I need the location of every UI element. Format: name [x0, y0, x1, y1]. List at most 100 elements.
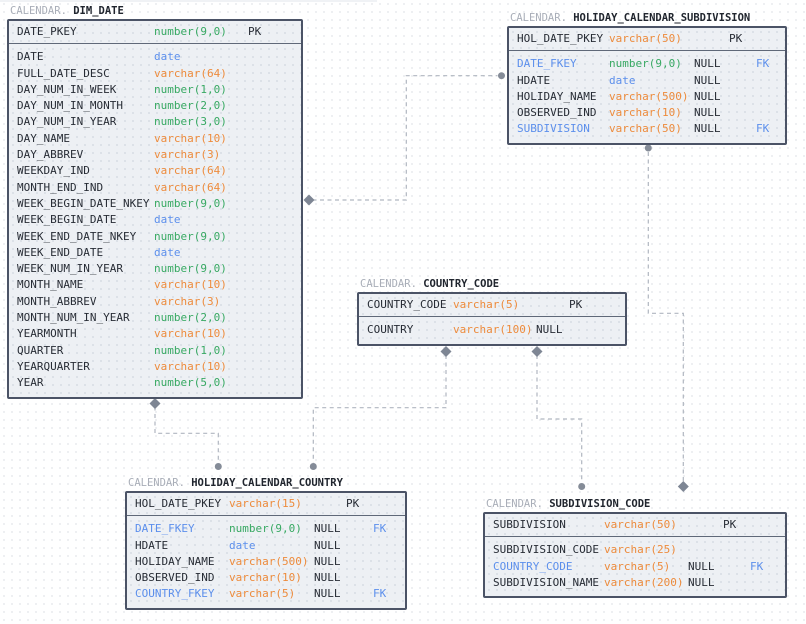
column-name: COUNTRY	[367, 323, 414, 337]
column-key: FK	[756, 57, 770, 71]
column-key	[248, 180, 301, 196]
column-key: PK	[723, 518, 737, 531]
column-type: varchar(64)	[154, 66, 227, 80]
column-name: QUARTER	[17, 343, 64, 357]
relationship-subdivision-code-holiday-calendar-subdivision[interactable]	[644, 144, 689, 493]
column-type: varchar(64)	[154, 164, 227, 178]
relationship-country-code-holiday-calendar-country[interactable]	[309, 346, 452, 470]
column-name: DATE_FKEY	[517, 57, 577, 71]
column-name: HDATE	[517, 73, 551, 87]
column-key	[569, 322, 625, 338]
column-name: DAY_NUM_IN_WEEK	[17, 82, 117, 96]
column-row: COUNTRY_CODE varchar(5) PK	[359, 297, 625, 313]
diamond-marker	[303, 194, 315, 206]
column-name: DAY_NUM_IN_YEAR	[17, 115, 117, 129]
column-nullable: NULL	[694, 73, 721, 87]
column-type: date	[609, 73, 636, 87]
column-name: WEEK_NUM_IN_YEAR	[17, 262, 123, 276]
column-name: HOLIDAY_NAME	[517, 89, 597, 103]
column-type: varchar(5)	[453, 298, 520, 311]
entity-holiday-calendar-subdivision[interactable]: CALENDAR. HOLIDAY_CALENDAR_SUBDIVISION H…	[507, 10, 787, 145]
column-name: HOL_DATE_PKEY	[135, 497, 222, 510]
column-type: varchar(50)	[609, 32, 682, 45]
column-key: PK	[569, 298, 583, 311]
column-name: DATE	[17, 50, 44, 64]
entity-holiday-calendar-country[interactable]: CALENDAR. HOLIDAY_CALENDAR_COUNTRY HOL_D…	[125, 475, 407, 610]
column-nullable: NULL	[314, 587, 341, 601]
column-name: HOL_DATE_PKEY	[517, 32, 604, 45]
column-type: varchar(500)	[229, 554, 309, 568]
column-key	[248, 82, 301, 98]
dot-marker	[578, 483, 586, 490]
column-name: MONTH_NUM_IN_YEAR	[17, 311, 130, 325]
entity-title: CALENDAR. HOLIDAY_CALENDAR_COUNTRY	[125, 475, 407, 491]
column-name: WEEK_END_DATE	[17, 245, 104, 259]
column-name: DAY_NUM_IN_MONTH	[17, 99, 123, 113]
pk-section: COUNTRY_CODE varchar(5) PK	[359, 294, 625, 318]
dot-marker	[498, 72, 505, 80]
column-name: DATE_PKEY	[17, 25, 77, 38]
column-key	[729, 89, 785, 105]
column-key: FK	[750, 559, 764, 573]
column-key	[248, 114, 301, 130]
entity-title: CALENDAR. DIM_DATE	[7, 3, 303, 19]
column-nullable	[688, 517, 723, 533]
table-name: HOLIDAY_CALENDAR_COUNTRY	[191, 477, 343, 489]
column-nullable: NULL	[694, 89, 721, 103]
column-type: number(5,0)	[154, 376, 227, 390]
column-nullable	[536, 297, 569, 313]
entity-country-code[interactable]: CALENDAR. COUNTRY_CODE COUNTRY_CODE varch…	[357, 276, 627, 346]
column-nullable	[688, 542, 723, 558]
entity-title: CALENDAR. COUNTRY_CODE	[357, 276, 627, 292]
column-name: SUBDIVISION_CODE	[493, 543, 599, 557]
table-name: HOLIDAY_CALENDAR_SUBDIVISION	[573, 12, 751, 24]
column-row: HDATE date NULL	[509, 73, 785, 89]
column-key	[248, 245, 301, 261]
canvas-top-edge	[0, 0, 377, 2]
table-name: SUBDIVISION_CODE	[549, 498, 651, 510]
relationship-dim-date-holiday-calendar-subdivision[interactable]	[303, 72, 506, 206]
column-key	[729, 105, 785, 121]
column-nullable: NULL	[694, 106, 721, 120]
column-name: HDATE	[135, 538, 169, 552]
column-key	[248, 66, 301, 82]
column-type: varchar(15)	[229, 497, 302, 510]
column-nullable: NULL	[314, 554, 341, 568]
column-name: COUNTRY_CODE	[367, 298, 447, 311]
column-type: number(9,0)	[154, 229, 227, 243]
relationship-country-code-subdivision-code[interactable]	[531, 346, 586, 490]
schema-label: CALENDAR.	[360, 278, 417, 290]
column-type: varchar(500)	[609, 89, 689, 103]
relationship-dim-date-holiday-calendar-country[interactable]	[149, 398, 222, 470]
column-key	[248, 277, 301, 293]
column-name: WEEK_BEGIN_DATE_NKEY	[17, 196, 150, 210]
column-type: varchar(10)	[154, 131, 227, 145]
column-key	[346, 570, 405, 586]
column-key	[248, 375, 301, 391]
column-type: number(9,0)	[609, 57, 682, 71]
column-nullable: NULL	[314, 538, 341, 552]
column-type: number(9,0)	[154, 25, 227, 38]
column-key	[723, 542, 785, 558]
